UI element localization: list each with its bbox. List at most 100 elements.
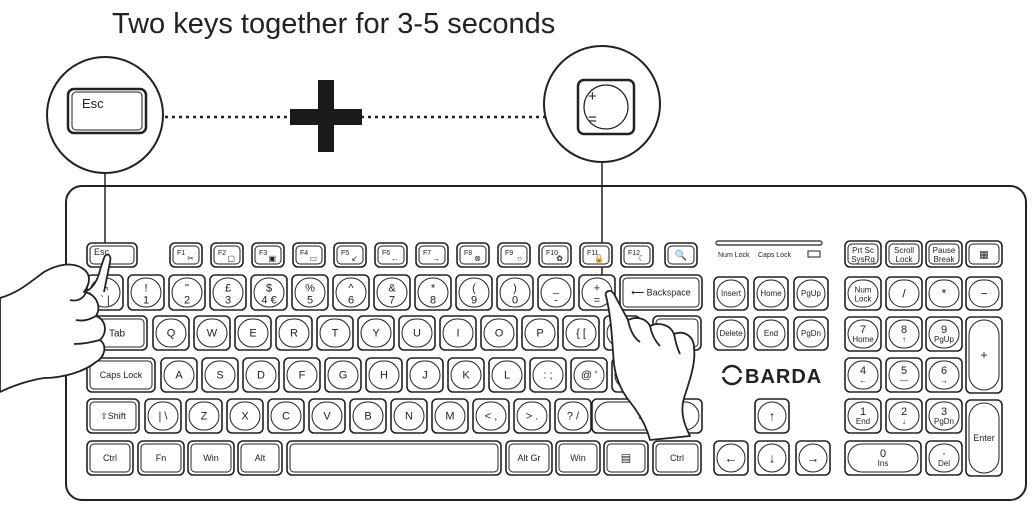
key-f3[interactable]: F3▣ — [251, 242, 285, 268]
key-f1[interactable]: F1✂ — [169, 242, 203, 268]
key-shift-row-3[interactable]: X — [226, 398, 264, 434]
key-delete[interactable]: Delete — [713, 316, 749, 351]
key-f12[interactable]: F12☾ — [620, 242, 654, 268]
key-home-6[interactable]: H — [365, 357, 403, 393]
key-y[interactable]: Y — [357, 315, 395, 351]
key-q[interactable]: Q — [152, 315, 190, 351]
key-num-divide[interactable]: / — [885, 276, 923, 311]
key-f9[interactable]: F9○ — [497, 242, 531, 268]
key-i[interactable]: I — [439, 315, 477, 351]
key-search[interactable]: 🔍 — [664, 242, 698, 268]
key-num-multiply[interactable]: * — [925, 276, 963, 311]
key-end[interactable]: End — [753, 316, 789, 351]
key-shift-row-4[interactable]: C — [267, 398, 305, 434]
key-f11[interactable]: F11🔒 — [579, 242, 613, 268]
key-6[interactable]: ^6 — [332, 274, 370, 311]
key-pgdn[interactable]: PgDn — [793, 316, 829, 351]
key-alt-gr[interactable]: Alt Gr — [505, 440, 553, 476]
key-num-8[interactable]: 8↑ — [885, 316, 923, 352]
key-e[interactable]: E — [234, 315, 272, 351]
key-insert[interactable]: Insert — [713, 276, 749, 311]
key-shift-row-10[interactable]: > . — [513, 398, 551, 434]
key-7[interactable]: &7 — [373, 274, 411, 311]
key-f6[interactable]: F6← — [374, 242, 408, 268]
key-p[interactable]: P — [521, 315, 559, 351]
key-shift-row-7[interactable]: N — [390, 398, 428, 434]
key-r[interactable]: R — [275, 315, 313, 351]
key-num-5[interactable]: 5— — [885, 357, 923, 393]
key-0[interactable]: )0 — [496, 274, 534, 311]
key-num-enter[interactable]: Enter — [965, 399, 1003, 477]
key-shift-row-11[interactable]: ? / — [554, 398, 592, 434]
key-esc[interactable]: Esc — [86, 242, 138, 268]
key-num-2[interactable]: 2↓ — [885, 398, 923, 434]
key-1[interactable]: !1 — [127, 274, 165, 311]
key-num-6[interactable]: 6→ — [925, 357, 963, 393]
key-menu[interactable]: ▤ — [603, 440, 649, 476]
key-shift-row-6[interactable]: B — [349, 398, 387, 434]
key-home-1[interactable]: A — [160, 357, 198, 393]
key-u[interactable]: U — [398, 315, 436, 351]
key-caps-lock[interactable]: Caps Lock — [86, 357, 156, 393]
key-t[interactable]: T — [316, 315, 354, 351]
key-arrow-left[interactable]: ← — [713, 440, 749, 476]
key-f8[interactable]: F8⊗ — [456, 242, 490, 268]
key-home-3[interactable]: D — [242, 357, 280, 393]
key-right-ctrl[interactable]: Ctrl — [652, 440, 702, 476]
key-num-plus[interactable]: + — [965, 316, 1003, 394]
key-minus[interactable]: _- — [537, 274, 575, 311]
key-shift-row-2[interactable]: Z — [185, 398, 223, 434]
key-home-9[interactable]: L — [488, 357, 526, 393]
key-home-7[interactable]: J — [406, 357, 444, 393]
key-arrow-down[interactable]: ↓ — [754, 440, 790, 476]
key-2[interactable]: "2 — [168, 274, 206, 311]
key-[interactable]: { [ — [562, 315, 600, 351]
key-arrow-right[interactable]: → — [795, 440, 831, 476]
key-home-5[interactable]: G — [324, 357, 362, 393]
key-space[interactable] — [286, 440, 502, 476]
key-9[interactable]: (9 — [455, 274, 493, 311]
key-calculator[interactable]: ▦ — [965, 240, 1003, 268]
key-4[interactable]: $4 € — [250, 274, 288, 311]
key-shift-row-1[interactable]: | \ — [144, 398, 182, 434]
key-f4[interactable]: F4▭ — [292, 242, 326, 268]
key-home-4[interactable]: F — [283, 357, 321, 393]
key-fn[interactable]: Fn — [137, 440, 185, 476]
key-w[interactable]: W — [193, 315, 231, 351]
key-pgup[interactable]: PgUp — [793, 276, 829, 311]
key-f2[interactable]: F2▢ — [210, 242, 244, 268]
key-o[interactable]: O — [480, 315, 518, 351]
key-num-minus[interactable]: − — [965, 276, 1003, 311]
key-home-11[interactable]: @ ' — [570, 357, 608, 393]
key-left-shift[interactable]: ⇧Shift — [86, 398, 140, 434]
key-3[interactable]: £3 — [209, 274, 247, 311]
key-shift-row-5[interactable]: V — [308, 398, 346, 434]
key-arrow-up[interactable]: ↑ — [754, 398, 790, 434]
key-home-10[interactable]: : ; — [529, 357, 567, 393]
key-shift-row-8[interactable]: M — [431, 398, 469, 434]
key-8[interactable]: *8 — [414, 274, 452, 311]
key-alt[interactable]: Alt — [237, 440, 283, 476]
key-home-8[interactable]: K — [447, 357, 485, 393]
key-home-2[interactable]: S — [201, 357, 239, 393]
key-home[interactable]: Home — [753, 276, 789, 311]
key-left-win[interactable]: Win — [187, 440, 235, 476]
key-left-ctrl[interactable]: Ctrl — [86, 440, 134, 476]
key-f10[interactable]: F10✿ — [538, 242, 572, 268]
key-5[interactable]: %5 — [291, 274, 329, 311]
key-shift-row-9[interactable]: < , — [472, 398, 510, 434]
key-num-del[interactable]: ·Del — [925, 440, 963, 476]
key-f5[interactable]: F5↙ — [333, 242, 367, 268]
key-backspace[interactable]: ⟵ Backspace — [619, 274, 703, 311]
key-f7[interactable]: F7→ — [415, 242, 449, 268]
key-right-win[interactable]: Win — [555, 440, 601, 476]
